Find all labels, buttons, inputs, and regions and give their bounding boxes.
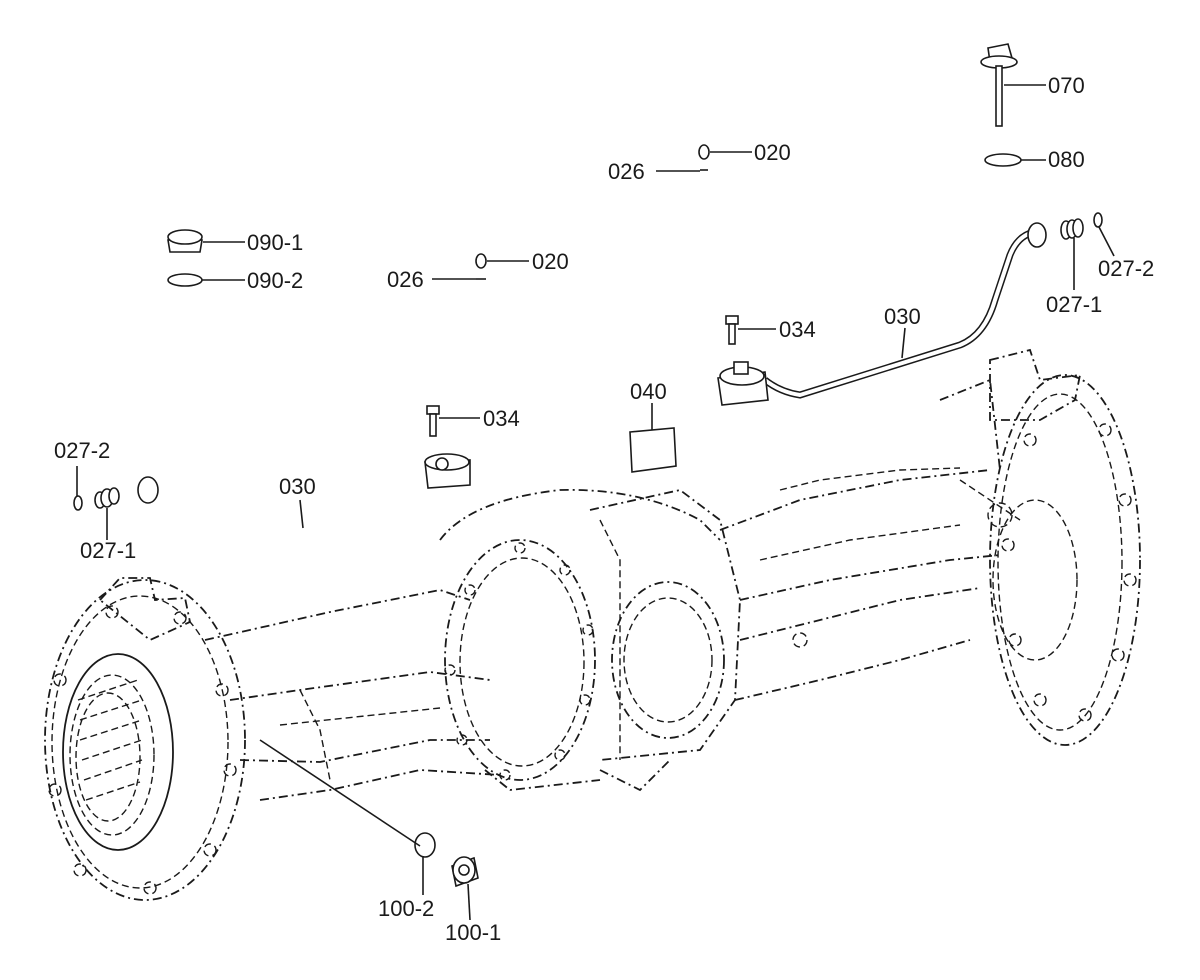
callout-026-mid: 026 [387,267,424,292]
screw-034-left-icon [426,405,440,437]
screw-020-top-icon [698,144,710,171]
callout-030-left: 030 [279,474,316,499]
callout-027-2-right: 027-2 [1098,256,1154,281]
callout-026-top: 026 [608,159,645,184]
callout-090-1: 090-1 [247,230,303,255]
callout-040: 040 [630,379,667,404]
callout-090-2: 090-2 [247,268,303,293]
callout-labels: 070 080 020 026 020 026 090-1 090-2 027-… [54,73,1154,945]
callout-027-1-left: 027-1 [80,538,136,563]
plug-100-1-icon [451,856,479,888]
hollow-screw-027-1-right-icon [1060,218,1084,240]
callout-100-1: 100-1 [445,920,501,945]
leader-lines [76,84,1115,921]
sealing-ring-027-2-left-icon [73,495,83,511]
callout-070: 070 [1048,73,1085,98]
sealing-ring-090-2-icon [167,273,203,287]
screw-020-mid-icon [475,253,487,280]
banjo-fitting-left [424,453,471,489]
callout-030-right: 030 [884,304,921,329]
sealing-ring-080-icon [984,153,1022,167]
callout-080: 080 [1048,147,1085,172]
callout-027-2-left: 027-2 [54,438,110,463]
label-plate-icon [629,427,677,473]
sealing-ring-100-2-icon [414,832,436,858]
axle-housing-drawing [44,348,1141,901]
sealing-ring-027-2-right-icon [1093,212,1103,228]
brake-pipe-left [137,460,441,563]
breather-valve-icon [980,43,1018,127]
plug-090-1-icon [167,229,203,253]
hollow-screw-027-1-left-icon [94,487,120,509]
callout-020-mid: 020 [532,249,569,274]
callout-027-1-right: 027-1 [1046,292,1102,317]
callout-020-top: 020 [754,140,791,165]
brake-pipe-right [762,222,1047,399]
callout-034-right: 034 [779,317,816,342]
callout-034-left: 034 [483,406,520,431]
callout-100-2: 100-2 [378,896,434,921]
banjo-fitting-right [717,361,769,406]
screw-034-right-icon [725,315,739,345]
